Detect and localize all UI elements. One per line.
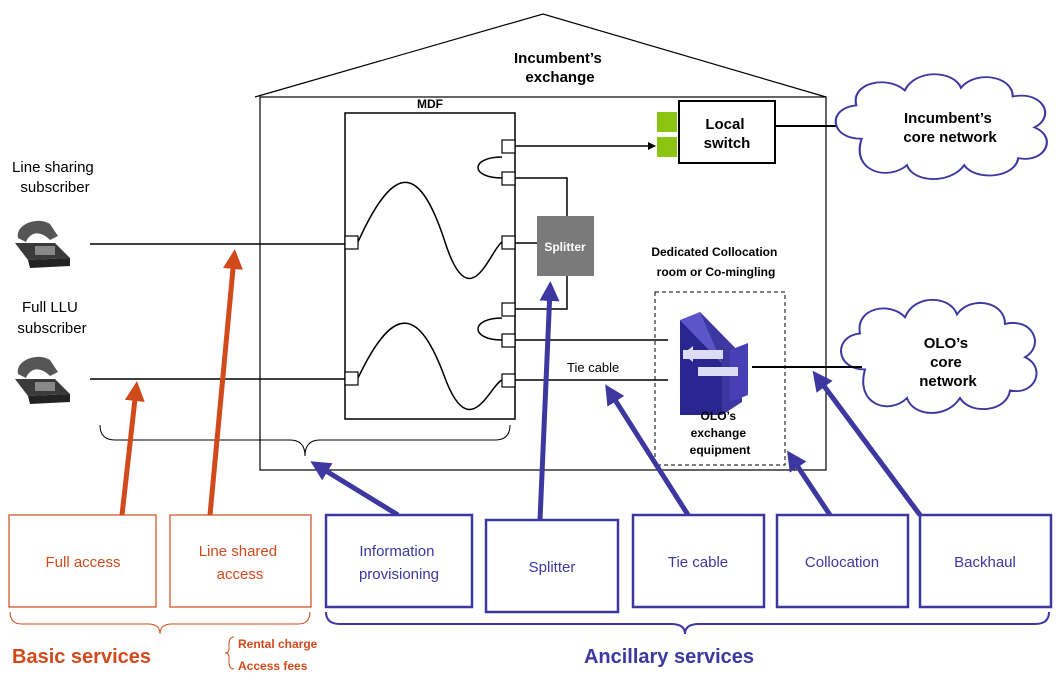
arrow-line-shared-access xyxy=(207,249,243,516)
olo-core-label: OLO’s core network xyxy=(919,335,977,390)
basic-services-brace xyxy=(9,611,311,635)
ancillary-services-brace xyxy=(325,611,1050,635)
local-switch-label: Local switch xyxy=(704,116,751,152)
service-information-provisioning-label: Information provisioning xyxy=(359,543,439,583)
service-full-access-label: Full access xyxy=(45,554,120,571)
mdf-label: MDF xyxy=(417,97,443,111)
service-box-collocation xyxy=(775,513,910,609)
mdf-frame xyxy=(344,112,516,420)
service-splitter-label: Splitter xyxy=(529,559,576,576)
splitter-voice-link xyxy=(515,177,568,216)
splitter-box xyxy=(537,216,594,276)
olo-equipment-icon xyxy=(680,312,748,415)
service-box-tie-cable xyxy=(631,513,766,609)
service-box-full-access xyxy=(8,514,157,608)
charges-brace xyxy=(224,636,235,670)
olo-core-cloud xyxy=(840,298,1038,414)
splitter-box-label: Splitter xyxy=(544,240,586,254)
mdf-jumpers xyxy=(357,156,503,411)
switch-port-bottom xyxy=(657,137,677,157)
local-loop-brace xyxy=(99,424,511,457)
service-line-shared-access-label: Line shared access xyxy=(199,543,282,583)
full-llu-subscriber-label: Full LLU subscriber xyxy=(17,299,86,337)
arrow-tie-cable xyxy=(605,384,693,520)
service-box-backhaul xyxy=(918,513,1053,609)
phone-icon xyxy=(15,356,70,404)
arrow-backhaul xyxy=(812,370,923,517)
incumbent-core-label: Incumbent’s core network xyxy=(903,110,997,146)
phone-icon xyxy=(15,220,70,268)
arrow-splitter xyxy=(537,281,560,521)
arrow-full-access xyxy=(119,381,145,516)
incumbent-core-cloud xyxy=(834,73,1048,180)
local-switch xyxy=(678,100,776,164)
service-backhaul-label: Backhaul xyxy=(954,554,1016,571)
switch-port-top xyxy=(657,112,677,132)
tie-cable-label: Tie cable xyxy=(567,360,619,375)
splitter-data-link xyxy=(515,276,568,310)
olo-equipment-label: OLO’s exchange equipment xyxy=(690,409,751,457)
service-box-line-shared-access xyxy=(169,514,312,608)
ancillary-services-label: Ancillary services xyxy=(584,646,754,668)
service-tie-cable-label: Tie cable xyxy=(668,554,728,571)
collocation-room-label: Dedicated Collocation room or Co-minglin… xyxy=(651,245,780,279)
line-sharing-subscriber-label: Line sharing subscriber xyxy=(12,159,98,196)
charges-label: Rental charge Access fees xyxy=(238,637,321,673)
service-box-splitter xyxy=(484,518,620,614)
service-collocation-label: Collocation xyxy=(805,554,879,571)
arrow-collocation xyxy=(787,450,833,517)
exchange-title: Incumbent’s exchange xyxy=(514,50,606,86)
service-box-information-provisioning xyxy=(324,513,474,609)
arrow-information-provisioning xyxy=(310,461,400,518)
collocation-room xyxy=(654,291,786,466)
mdf-terminals xyxy=(344,139,516,388)
basic-services-label: Basic services xyxy=(12,646,151,668)
